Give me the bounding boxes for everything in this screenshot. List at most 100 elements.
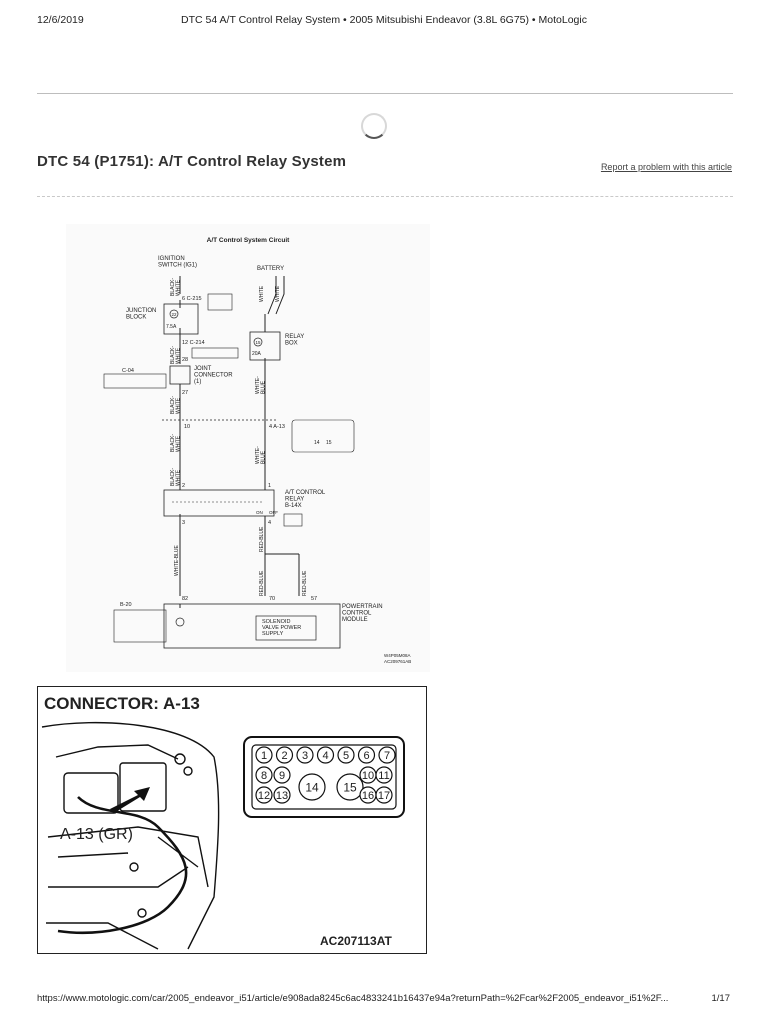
connector-label: 12 C-214 [182,340,205,346]
connector-figure-code: AC207113AT [320,934,392,948]
engine-bay-illustration [41,721,220,950]
connector-pin [255,786,273,804]
connector-pin [378,746,396,764]
pin-label: 4 [268,520,271,526]
connector-label: 6 C-215 [182,296,202,302]
connector-label: 4 A-13 [269,424,285,430]
connector-label: C-04 [122,368,134,374]
solenoid-box [255,615,317,641]
connector-pin-label: 10 [362,770,374,782]
wire-label: RED-BLUE [302,570,308,596]
connector-pin-label: 7 [384,750,390,762]
fuse-icon [169,309,179,319]
connector-pin-label: 3 [302,750,308,762]
connector-pin-label: 15 [343,780,357,794]
connector-pin-label: 8 [261,770,267,782]
connector-pin-label: 12 [258,790,270,802]
wire-label: WHITE [259,285,265,302]
connector-pin-label: 17 [378,790,390,802]
connector-pin [275,746,294,764]
pin-label: 2 [182,483,185,489]
pin-label: 82 [182,596,188,602]
connector-pin-label: 9 [279,770,285,782]
connector-pin-label: 6 [363,750,369,762]
wire-label: WHITE-BLUE [255,376,267,394]
figure-code: AC209761AB [384,659,411,664]
print-date: 12/6/2019 [37,14,84,26]
fuse-number: 22 [171,312,177,317]
c214-connector-icon [191,347,239,359]
page-url: https://www.motologic.com/car/2005_endea… [37,993,669,1004]
fuse-number: 15 [255,340,261,345]
wire-label: RED-BLUE [259,526,265,552]
page-number: 1/17 [711,993,731,1004]
wire-label: BLACK-WHITE [170,278,182,296]
joint-connector-box [169,365,191,385]
b14x-connector-icon [283,513,303,527]
report-problem-link[interactable]: Report a problem with this article [600,162,732,172]
connector-pin [337,746,355,764]
connector-callout: A-13 (GR) [60,826,133,843]
header-divider [37,93,733,94]
relay-box-box [249,331,281,361]
ground-icon [175,617,185,627]
pin-label: 10 [184,424,190,430]
pin-label: 70 [269,596,275,602]
wire-label: RED-BLUE [259,570,265,596]
pin-label: 28 [182,357,188,363]
article-title: DTC 54 (P1751): A/T Control Relay System [37,153,347,170]
connector-pin-label: 5 [343,750,349,762]
circuit-title: A/T Control System Circuit [207,237,291,244]
connector-pin-label: 4 [322,750,328,762]
wire-label: BLACK-WHITE [170,434,182,452]
pin-label: 3 [182,520,185,526]
connector-pin-label: 14 [305,780,319,794]
a13-connector-icon [291,419,355,453]
wire-label: WHITE-BLUE [174,545,180,577]
wire-label: BLACK-WHITE [170,468,182,486]
connector-pin-label: 11 [378,770,389,782]
connector-pin [296,746,314,764]
battery-circuit-wire [264,276,300,596]
c215-connector-icon [207,293,233,311]
junction-block-box [163,303,199,335]
connector-figure-title: CONNECTOR: A-13 [44,694,200,713]
title-divider [37,196,733,197]
connector-pin [273,786,291,804]
pin-label: 14 [314,440,320,446]
relay-off-label: OFF [269,510,278,515]
relay-on-label: ON [256,510,263,515]
connector-pin-label: 16 [362,790,374,802]
at-control-relay-box [163,489,275,517]
wire-label: WHITE-BLUE [255,446,267,464]
connector-pin [273,766,291,784]
loading-spinner-icon [361,113,387,139]
wire-label: WHITE [275,285,281,302]
connector-pin [375,766,393,784]
b20-connector-icon [113,609,167,643]
connector-pin-label: 1 [261,750,267,762]
fuse-rating: 20A [252,351,262,357]
print-page-title: DTC 54 A/T Control Relay System • 2005 M… [181,14,587,26]
callout-arrow-icon [110,787,150,813]
connector-label: B-20 [120,602,132,608]
connector-pin [316,746,335,764]
fuse-icon [253,337,263,347]
connector-pin [255,746,273,764]
figure-code: W4P05M08A [384,653,411,658]
pcm-box [163,603,341,649]
connector-pin [375,786,393,804]
connector-pin-label: 13 [276,790,288,802]
wire-label: BLACK-WHITE [170,346,182,364]
connector-pin [298,773,326,801]
